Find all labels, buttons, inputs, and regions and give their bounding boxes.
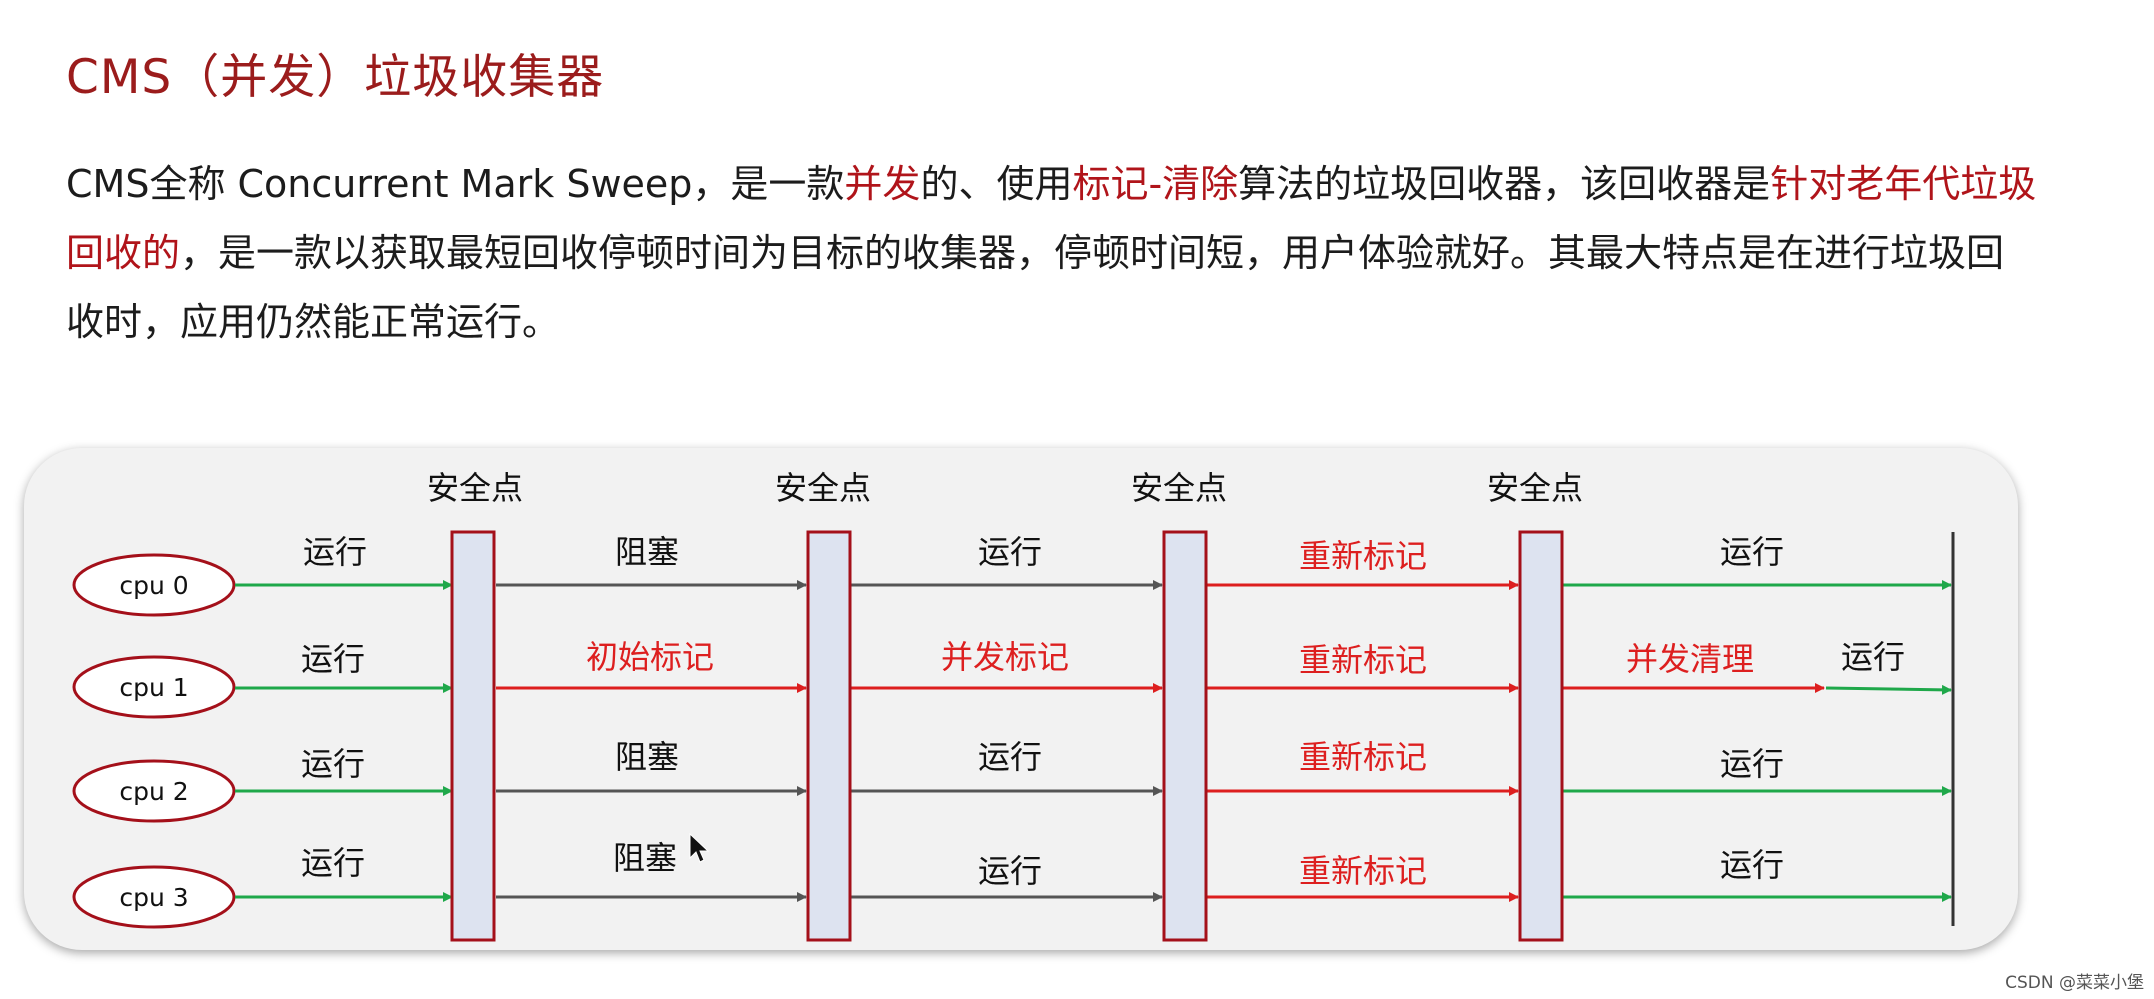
paragraph-text: 算法的垃圾回收器，该回收器是 <box>1238 162 1771 206</box>
cpu-node: cpu 0 <box>72 553 236 617</box>
segment-label: 重新标记 <box>1299 641 1427 679</box>
paragraph-line-1: CMS全称 Concurrent Mark Sweep，是一款并发的、使用标记-… <box>66 150 2066 219</box>
cpu-node: cpu 1 <box>72 655 236 719</box>
segment-label: 阻塞 <box>615 738 679 776</box>
cpu-label: cpu 3 <box>119 883 188 912</box>
segment-label: 运行 <box>1720 846 1784 884</box>
watermark: CSDN @菜菜小堡 <box>2005 973 2144 993</box>
safepoint-label: 安全点 <box>427 469 523 507</box>
mouse-cursor-icon <box>689 832 710 863</box>
segment-label: 重新标记 <box>1299 537 1427 575</box>
cpu-label: cpu 2 <box>119 777 188 806</box>
safepoint-bar <box>450 530 496 942</box>
highlight-text: 并发 <box>844 162 921 206</box>
highlight-text: 标记-清除 <box>1072 162 1239 206</box>
segment-label: 重新标记 <box>1299 852 1427 890</box>
segment-label: 运行 <box>301 745 365 783</box>
segment-label: 阻塞 <box>615 533 679 571</box>
safepoint-bar <box>806 530 852 942</box>
safepoint-bar <box>1162 530 1208 942</box>
safepoint-label: 安全点 <box>1487 469 1583 507</box>
paragraph-line-2: 回收的，是一款以获取最短回收停顿时间为目标的收集器，停顿时间短，用户体验就好。其… <box>66 219 2066 288</box>
page-title: CMS（并发）垃圾收集器 <box>66 50 605 105</box>
paragraph-text: ，是一款以获取最短回收停顿时间为目标的收集器，停顿时间短，用户体验就好。其最大特… <box>180 231 2005 275</box>
highlight-text: 针对老年代垃圾 <box>1770 162 2037 206</box>
segment-label: 运行 <box>303 533 367 571</box>
run-arrow <box>1825 684 1952 695</box>
safepoint-label: 安全点 <box>1131 469 1227 507</box>
segment-label: 重新标记 <box>1299 738 1427 776</box>
cpu-label: cpu 0 <box>119 571 188 600</box>
segment-label: 并发清理 <box>1626 640 1754 678</box>
segment-label: 运行 <box>978 852 1042 890</box>
paragraph-text: 收时，应用仍然能正常运行。 <box>66 300 561 344</box>
safepoint-bar <box>1518 530 1564 942</box>
description-paragraph: CMS全称 Concurrent Mark Sweep，是一款并发的、使用标记-… <box>66 150 2066 357</box>
segment-label: 运行 <box>1720 745 1784 783</box>
safepoint-label: 安全点 <box>775 469 871 507</box>
segment-label: 运行 <box>1720 533 1784 571</box>
paragraph-line-3: 收时，应用仍然能正常运行。 <box>66 288 2066 357</box>
segment-label: 运行 <box>1841 638 1905 676</box>
cpu-node: cpu 3 <box>72 865 236 929</box>
diagram-panel <box>24 448 2018 950</box>
cpu-node: cpu 2 <box>72 759 236 823</box>
segment-label: 运行 <box>301 640 365 678</box>
segment-label: 初始标记 <box>586 638 714 676</box>
segment-label: 并发标记 <box>941 638 1069 676</box>
paragraph-text: CMS全称 Concurrent Mark Sweep，是一款 <box>66 162 845 206</box>
highlight-text: 回收的 <box>66 231 181 275</box>
segment-label: 阻塞 <box>613 839 677 877</box>
segment-label: 运行 <box>301 844 365 882</box>
cpu-label: cpu 1 <box>119 673 188 702</box>
paragraph-text: 的、使用 <box>920 162 1073 206</box>
segment-label: 运行 <box>978 738 1042 776</box>
segment-label: 运行 <box>978 533 1042 571</box>
